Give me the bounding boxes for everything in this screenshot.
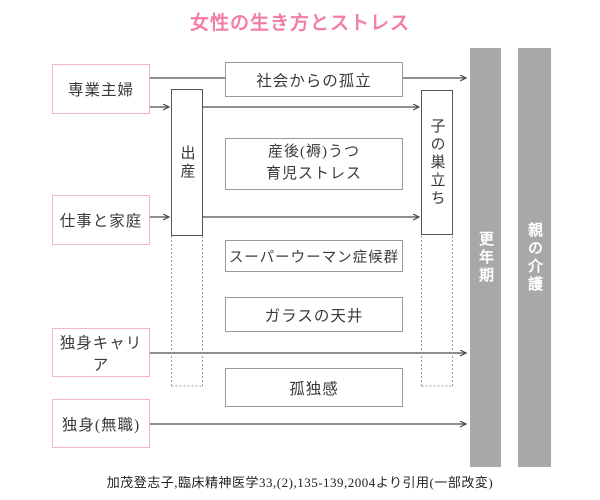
box-postpartum-line2: 育児ストレス bbox=[265, 166, 362, 182]
box-single-career: 独身キャリア bbox=[52, 328, 150, 377]
box-loneliness-label: 孤独感 bbox=[289, 380, 339, 398]
dotted-nest-extension bbox=[421, 236, 453, 387]
box-childbirth: 出産 bbox=[171, 89, 203, 236]
box-postpartum-stress: 産後(褥)うつ 育児ストレス bbox=[225, 138, 403, 190]
box-superwoman-syndrome-label: スーパーウーマン症候群 bbox=[228, 249, 400, 266]
dotted-childbirth-extension bbox=[171, 236, 203, 387]
bar-parental-care-label: 親の介護 bbox=[526, 221, 543, 294]
box-social-isolation-label: 社会からの孤立 bbox=[256, 72, 372, 90]
box-children-leaving-label: 子の巣立ち bbox=[428, 117, 445, 208]
box-single-unemployed: 独身(無職) bbox=[52, 399, 150, 448]
box-children-leaving: 子の巣立ち bbox=[421, 90, 453, 235]
box-loneliness: 孤独感 bbox=[225, 368, 403, 407]
citation-text: 加茂登志子,臨床精神医学33,(2),135-139,2004より引用(一部改変… bbox=[106, 475, 494, 490]
bar-parental-care: 親の介護 bbox=[518, 48, 551, 467]
box-housewife: 専業主婦 bbox=[52, 64, 150, 114]
box-single-unemployed-label: 独身(無職) bbox=[61, 416, 141, 434]
bar-menopause-label: 更年期 bbox=[477, 230, 494, 285]
box-glass-ceiling-label: ガラスの天井 bbox=[264, 307, 364, 325]
diagram-title: 女性の生き方とストレス bbox=[189, 13, 410, 34]
box-superwoman-syndrome: スーパーウーマン症候群 bbox=[225, 240, 403, 272]
box-postpartum-line1: 産後(褥)うつ bbox=[268, 144, 360, 161]
box-social-isolation: 社会からの孤立 bbox=[225, 62, 403, 97]
box-work-and-family-label: 仕事と家庭 bbox=[59, 213, 143, 230]
box-childbirth-label: 出産 bbox=[178, 144, 195, 181]
box-glass-ceiling: ガラスの天井 bbox=[225, 297, 403, 332]
box-housewife-label: 専業主婦 bbox=[67, 82, 134, 99]
bar-menopause: 更年期 bbox=[470, 48, 501, 467]
box-single-career-label: 独身キャリア bbox=[59, 334, 143, 374]
box-work-and-family: 仕事と家庭 bbox=[52, 195, 150, 245]
